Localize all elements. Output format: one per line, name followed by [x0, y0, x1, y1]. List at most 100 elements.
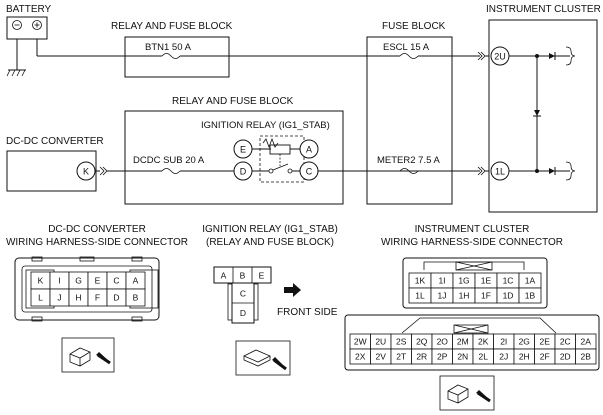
dcdc-connector-pin: H — [75, 293, 81, 303]
dcdc-connector-pin: B — [133, 293, 139, 303]
cluster-small-connector-pin: 1J — [438, 291, 447, 301]
cluster-small-connector-pin: 1G — [458, 276, 469, 286]
cluster-big-connector-pin: 2D — [560, 352, 571, 362]
relay-pin-c: C — [240, 289, 246, 299]
terminal-k-label: K — [83, 167, 89, 177]
dcdc-sub-fuse-label: DCDC SUB 20 A — [133, 155, 205, 166]
escl-fuse-label: ESCL 15 A — [383, 42, 430, 53]
dcdc-sub-fuse-icon — [161, 167, 181, 175]
ignition-relay-internals — [252, 135, 305, 183]
cluster-big-connector-pin: 2H — [519, 352, 530, 362]
ignition-relay-label: IGNITION RELAY (IG1_STAB) — [201, 120, 330, 131]
cluster-big-connector-pin: 2X — [355, 352, 366, 362]
cluster-big-connector-pin: 2Q — [416, 337, 428, 347]
relay-terminal-c-label: C — [306, 167, 313, 177]
dcdc-connector-pin: E — [95, 276, 101, 286]
escl-fuse-icon — [399, 52, 419, 60]
dcdc-plug-view-icon — [61, 337, 115, 373]
relay-terminal-e — [233, 139, 253, 159]
cluster-connector-subtitle: WIRING HARNESS-SIDE CONNECTOR — [381, 237, 563, 248]
connector-2u-icon — [477, 51, 489, 61]
dcdc-connector-title: DC-DC CONVERTER — [48, 224, 146, 235]
dcdc-connector-pin: L — [38, 293, 43, 303]
cluster-big-connector-pin: 2I — [500, 337, 507, 347]
cluster-big-connector-pin: 2K — [478, 337, 489, 347]
relay-connector-title: IGNITION RELAY (IG1_STAB) — [202, 224, 338, 235]
battery-title: BATTERY — [6, 4, 52, 15]
front-side-label: FRONT SIDE — [277, 307, 338, 318]
relay-terminal-e-label: E — [240, 145, 246, 155]
dcdc-connector-pin: K — [38, 276, 44, 286]
diode-icon — [533, 52, 556, 175]
relay-pin-e: E — [259, 271, 265, 281]
cluster-small-connector-pin: 1I — [438, 276, 445, 286]
relay-pin-a: A — [221, 271, 227, 281]
relay-fuse-block-top — [124, 36, 230, 78]
relay-connector-subtitle: (RELAY AND FUSE BLOCK) — [206, 237, 334, 248]
dcdc-connector-pin: I — [58, 276, 60, 286]
instrument-cluster-title: INSTRUMENT CLUSTER — [486, 4, 601, 15]
cluster-big-connector-pin: 2B — [581, 352, 592, 362]
relay-fuse-block-mid — [124, 110, 344, 205]
instrument-cluster-box — [488, 19, 598, 213]
relay-plug-view-icon — [235, 340, 291, 376]
relay-pin-d: D — [240, 308, 246, 318]
cluster-big-connector-pin: 2U — [375, 337, 386, 347]
cluster-small-connector-pin: 1D — [503, 291, 514, 301]
dcdc-connector-cell — [125, 288, 146, 307]
cluster-big-connector-pin: 2N — [457, 352, 468, 362]
cluster-big-connector-pin: 2W — [354, 337, 367, 347]
cluster-big-connector-pin: 2T — [396, 352, 406, 362]
cluster-big-connector-pin: 2P — [437, 352, 448, 362]
relay-fuse-block-mid-title: RELAY AND FUSE BLOCK — [172, 96, 294, 107]
dcdc-converter-title: DC-DC CONVERTER — [6, 136, 104, 147]
fuse-block — [366, 36, 453, 205]
cluster-small-connector-pin: 1H — [459, 291, 470, 301]
cluster-big-connector-pin: 2O — [437, 337, 449, 347]
cluster-big-connector-pin: 2J — [499, 352, 508, 362]
dcdc-connector-pin: G — [75, 276, 82, 286]
dcdc-connector-pin: D — [113, 293, 119, 303]
battery-symbol — [6, 16, 48, 70]
cluster-small-connector-pin: 1C — [503, 276, 514, 286]
dcdc-connector-pin: F — [95, 293, 100, 303]
terminal-2u-label: 2U — [494, 52, 506, 62]
cluster-big-connector-pin: 2S — [396, 337, 407, 347]
dcdc-pin-grid: K I G E C A L J H F D B — [30, 271, 146, 307]
terminal-1l-label: 1L — [495, 167, 505, 177]
cluster-internal-wiring — [509, 46, 576, 181]
btn1-fuse-label: BTN1 50 A — [145, 42, 192, 53]
dcdc-connector-pin: J — [57, 293, 61, 303]
cluster-small-connector-pin: 1L — [415, 291, 425, 301]
btn1-fuse-icon — [161, 52, 181, 60]
cluster-big-connector-pin: 2C — [560, 337, 571, 347]
relay-terminal-a-label: A — [306, 145, 312, 155]
cluster-small-connector-pin: 1B — [525, 291, 536, 301]
cluster-big-connector-pin: 2E — [540, 337, 551, 347]
dcdc-connector-pin: C — [113, 276, 119, 286]
cluster-connector-title: INSTRUMENT CLUSTER — [415, 224, 530, 235]
cluster-big-connector-pin: 2G — [519, 337, 530, 347]
dcdc-connector-pin: A — [133, 276, 139, 286]
relay-terminal-d — [233, 161, 253, 181]
relay-terminal-d-label: D — [240, 167, 247, 177]
cluster-big-connector-pin: 2L — [479, 352, 489, 362]
cluster-big-connector-pin: 2R — [416, 352, 427, 362]
cluster-big-connector-pin: 2V — [376, 352, 387, 362]
cluster-big-connector-cell — [575, 348, 597, 365]
cluster-small-connector-pin: 1K — [415, 276, 426, 286]
relay-terminal-a — [299, 139, 319, 159]
cluster-small-connector-pin: 1A — [525, 276, 536, 286]
cluster-small-connector-cell — [518, 287, 542, 304]
front-side-arrow-icon — [284, 283, 301, 297]
fuse-block-title: FUSE BLOCK — [382, 21, 446, 32]
cluster-small-connector-pin: 1E — [481, 276, 492, 286]
relay-connector-face — [213, 266, 272, 324]
dcdc-connector-subtitle: WIRING HARNESS-SIDE CONNECTOR — [6, 237, 188, 248]
cluster-plug-view-icon — [439, 375, 495, 411]
cluster-big-connector-pin: 2A — [581, 337, 592, 347]
cluster-big-connector-pin: 2F — [540, 352, 550, 362]
